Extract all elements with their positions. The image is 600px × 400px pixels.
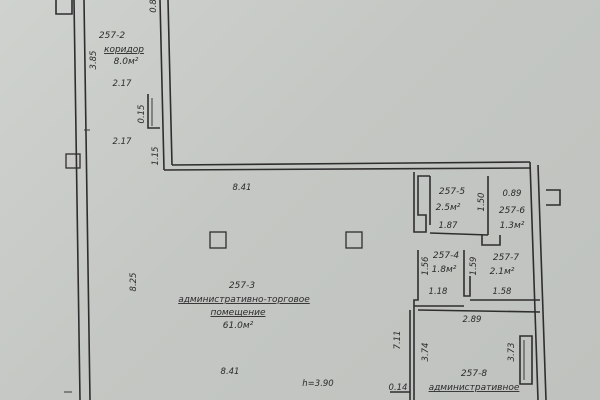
room-257-8: 2.89 7.11 3.74 3.73 257-8 административн… [389, 315, 520, 393]
room-257-7: 257-7 2.1м² 1.58 [490, 253, 520, 297]
hall-area: 61.0м² [223, 321, 254, 331]
corridor-area: 8.0м² [114, 57, 139, 67]
room-6-id: 257-6 [499, 206, 525, 216]
room-4-dim-1: 1.59 [469, 257, 479, 276]
hall-height: h=3.90 [302, 379, 333, 389]
room-5-id: 257-5 [439, 187, 465, 197]
hall-id: 257-3 [229, 281, 255, 291]
corridor-dim-4: 0.15 [137, 105, 147, 124]
room-8-name: административное [429, 383, 520, 393]
room-7-area: 2.1м² [490, 267, 515, 277]
room-8-dim-0: 7.11 [393, 331, 403, 350]
room-257-6: 0.89 257-6 1.3м² [499, 189, 525, 231]
room-6-area: 1.3м² [500, 221, 525, 231]
room-5-area: 2.5м² [436, 203, 461, 213]
room-corridor: 257-2 коридор 8.0м² 3.85 2.17 2.17 1.15 … [89, 0, 161, 165]
room-257-4: 257-4 1.8м² 1.56 1.59 1.18 [421, 251, 479, 297]
walls [55, 0, 561, 400]
corridor-id: 257-2 [99, 31, 125, 41]
corridor-dim-5: 0.8 [149, 0, 159, 13]
corridor-name: коридор [104, 45, 144, 55]
hall-dim-bottom: 8.41 [221, 367, 240, 377]
room-4-id: 257-4 [433, 251, 459, 261]
room-6-dim-0: 0.89 [503, 189, 522, 199]
hall-dim-top: 8.41 [233, 183, 252, 193]
hall-dim-side: 8.25 [129, 273, 139, 292]
room-4-dim-0: 1.56 [421, 256, 431, 276]
room-4-area: 1.8м² [432, 265, 457, 275]
corridor-dim-3: 1.15 [151, 147, 161, 166]
room-8-dim-1: 3.74 [421, 343, 431, 362]
room-7-id: 257-7 [493, 253, 519, 263]
room-8-id: 257-8 [461, 369, 487, 379]
room-257-5: 257-5 2.5м² 1.87 1.50 [436, 187, 487, 231]
corridor-dim-0: 3.85 [89, 51, 99, 70]
room-4-dim-2: 1.18 [429, 287, 449, 297]
room-5-dim-0: 1.87 [439, 221, 459, 231]
room-8-dim-2: 3.73 [507, 343, 517, 362]
corridor-dim-1: 2.17 [113, 79, 133, 89]
corridor-dim-2: 2.17 [113, 137, 133, 147]
room-7-dim-0: 1.58 [493, 287, 513, 297]
room-main-hall: 8.41 8.25 257-3 административно-торговое… [129, 183, 334, 389]
hall-name-line2: помещение [210, 308, 265, 318]
room-8-dim-4: 0.14 [389, 383, 408, 393]
hall-name-line1: административно-торговое [178, 295, 310, 305]
room-5-dim-1: 1.50 [477, 193, 487, 212]
room-8-dim-3: 2.89 [463, 315, 482, 325]
